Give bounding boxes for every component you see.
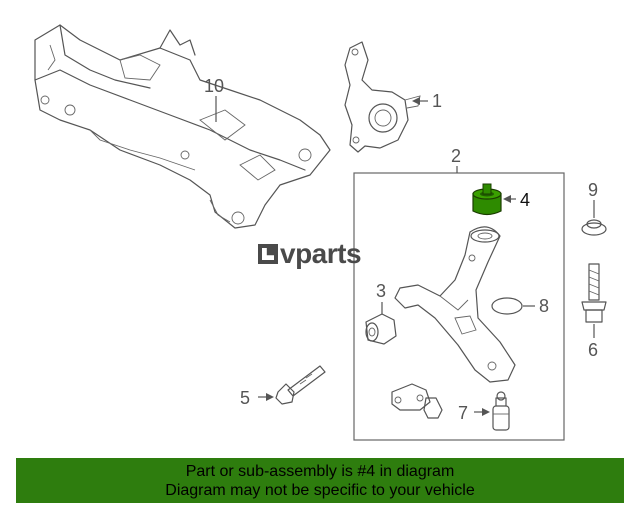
callout-5: 5 bbox=[240, 388, 250, 408]
footer-line-2: Diagram may not be specific to your vehi… bbox=[165, 482, 475, 499]
assembly-box bbox=[353, 172, 565, 441]
flange-bolt bbox=[581, 263, 607, 323]
bolt-5 bbox=[275, 365, 326, 405]
bushing-highlighted bbox=[472, 183, 502, 216]
watermark-text: vparts bbox=[280, 238, 362, 269]
subframe-crossmember bbox=[34, 24, 331, 229]
callout-7: 7 bbox=[458, 403, 468, 423]
lower-control-arm bbox=[394, 226, 516, 383]
callout-2: 2 bbox=[451, 146, 461, 166]
callout-3: 3 bbox=[376, 281, 386, 301]
front-bushing bbox=[365, 313, 397, 345]
callout-10: 10 bbox=[204, 76, 224, 96]
callout-4: 4 bbox=[520, 190, 530, 210]
callout-6: 6 bbox=[588, 340, 598, 360]
ball-joint bbox=[492, 391, 510, 431]
washer-cap bbox=[581, 219, 607, 236]
parts-diagram: 10 1 2 4 3 8 bbox=[34, 24, 607, 441]
ball-joint-bracket bbox=[391, 383, 443, 419]
footer-line-1: Part or sub-assembly is #4 in diagram bbox=[185, 463, 455, 480]
footer-banner: Part or sub-assembly is #4 in diagram Di… bbox=[16, 458, 624, 503]
vparts-logo-icon bbox=[258, 244, 278, 264]
ring-clip bbox=[491, 297, 523, 315]
steering-knuckle bbox=[344, 41, 421, 153]
vparts-watermark: vparts bbox=[258, 238, 362, 270]
callout-9: 9 bbox=[588, 180, 598, 200]
callout-8: 8 bbox=[539, 296, 549, 316]
callout-1: 1 bbox=[432, 91, 442, 111]
